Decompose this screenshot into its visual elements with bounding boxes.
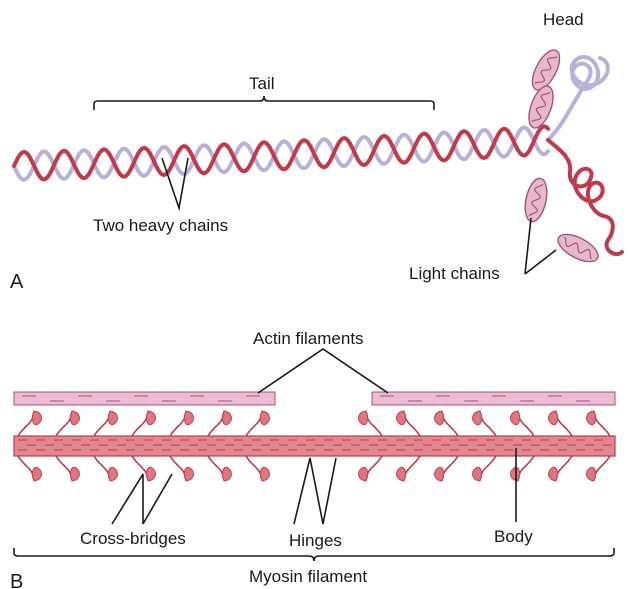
- bridge-head: [146, 467, 155, 481]
- bridge-head: [511, 411, 520, 425]
- bridge-stalk: [366, 456, 382, 478]
- bridge-stalk: [556, 456, 572, 478]
- light-chain-2: [524, 83, 558, 131]
- bridge-head: [473, 411, 482, 425]
- bridge-stalk: [518, 414, 534, 436]
- bridge-stalk: [480, 414, 496, 436]
- hinges-label: Hinges: [289, 532, 342, 549]
- bridge-stalk: [132, 414, 148, 436]
- bridge-stalk: [94, 456, 110, 478]
- bridge-stalk: [404, 414, 420, 436]
- bridge-stalk: [594, 456, 610, 478]
- panel-a-leader-lines: [94, 96, 556, 274]
- light-chain-4: [554, 229, 602, 267]
- bridge-stalk: [208, 414, 224, 436]
- bridge-head: [260, 467, 269, 481]
- actin-bar: [372, 392, 615, 405]
- heavy-chains-label: Two heavy chains: [93, 217, 228, 234]
- cross-bridges-label: Cross-bridges: [80, 530, 186, 547]
- bridge-head: [549, 467, 558, 481]
- actin-bar: [14, 392, 275, 405]
- bridge-head: [435, 411, 444, 425]
- tail-bracket: [94, 96, 434, 110]
- actin-filament-left: [14, 392, 275, 405]
- bridge-head: [397, 411, 406, 425]
- bridge-head: [70, 467, 79, 481]
- bridge-stalk: [170, 414, 186, 436]
- bridge-head: [359, 467, 368, 481]
- actin-pointer: [258, 349, 388, 393]
- bridge-head: [473, 467, 482, 481]
- body-label: Body: [494, 528, 533, 545]
- panel-a-letter: A: [10, 272, 23, 292]
- bridge-head: [397, 467, 406, 481]
- tail-label: Tail: [249, 75, 275, 92]
- bridge-stalk: [94, 414, 110, 436]
- bridge-stalk: [18, 456, 34, 478]
- bridge-head: [260, 411, 269, 425]
- light-chains-label: Light chains: [409, 265, 500, 282]
- actin-filaments-label: Actin filaments: [253, 330, 364, 347]
- bridge-head: [549, 411, 558, 425]
- bridge-stalk: [208, 456, 224, 478]
- hinges-pointer: [294, 458, 336, 524]
- bridge-head: [32, 467, 41, 481]
- bridge-stalk: [442, 414, 458, 436]
- myosin-bar: [14, 436, 615, 456]
- bridge-stalk: [18, 414, 34, 436]
- bridge-head: [70, 411, 79, 425]
- bridge-stalk: [404, 456, 420, 478]
- bridge-head: [359, 411, 368, 425]
- cross-bridges-pointer: [112, 474, 172, 524]
- bridge-stalk: [246, 456, 262, 478]
- bridge-head: [587, 411, 596, 425]
- bridge-stalk: [246, 414, 262, 436]
- bridge-head: [32, 411, 41, 425]
- bridge-stalk: [366, 414, 382, 436]
- bridge-stalk: [132, 456, 148, 478]
- bridge-head: [222, 467, 231, 481]
- bridge-head: [108, 467, 117, 481]
- actin-filament-right: [372, 392, 615, 405]
- bridge-head: [184, 411, 193, 425]
- bridge-stalk: [556, 414, 572, 436]
- light-chains-pointer: [525, 218, 556, 274]
- light-chain-3: [522, 176, 551, 223]
- myosin-filament-body: [14, 436, 615, 456]
- bridge-head: [435, 467, 444, 481]
- bridge-head: [511, 467, 520, 481]
- panel-b-letter: B: [10, 572, 23, 589]
- bridge-head: [587, 467, 596, 481]
- bridge-head: [184, 467, 193, 481]
- bridge-stalk: [518, 456, 534, 478]
- bridge-stalk: [480, 456, 496, 478]
- bridge-stalk: [442, 456, 458, 478]
- cross-bridges-top: [18, 411, 610, 436]
- head-label: Head: [543, 11, 584, 28]
- bridge-head: [222, 411, 231, 425]
- bridge-head: [146, 411, 155, 425]
- bridge-stalk: [56, 456, 72, 478]
- bridge-stalk: [594, 414, 610, 436]
- bridge-head: [108, 411, 117, 425]
- bridge-stalk: [56, 414, 72, 436]
- myosin-filament-label: Myosin filament: [249, 568, 367, 585]
